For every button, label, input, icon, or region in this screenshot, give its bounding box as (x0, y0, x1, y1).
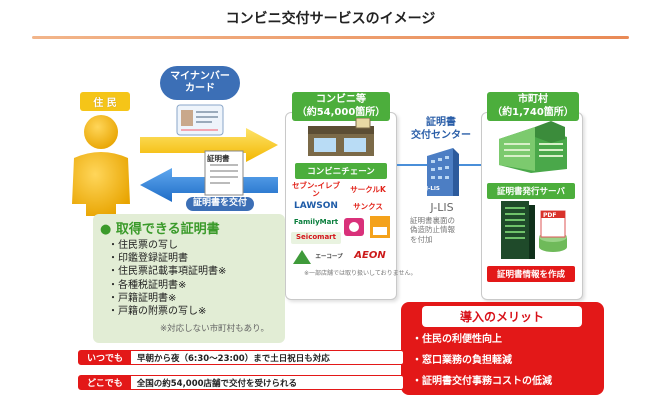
my-number-card-bubble: マイナンバーカード (160, 66, 240, 100)
list-item: ・各種税証明書※ (108, 279, 187, 291)
jlis-building-icon (427, 148, 459, 196)
logo-a-coop-text: エーコープ (315, 253, 343, 260)
anytime-text: 早朝から夜（6:30～23:00）まで土日祝日も対応 (137, 353, 330, 364)
jlis-center-label: 証明書交付センター (408, 116, 474, 142)
municipality-label-1: 市町村 (518, 94, 548, 105)
jlis-name: J-LIS (430, 201, 454, 214)
convenience-store-label: コンビニ等（約54,000箇所） (292, 92, 390, 121)
municipality-label: 市町村（約1,740箇所） (487, 92, 579, 121)
list-item: ・住民票の写し (108, 240, 178, 251)
logo-familymart: FamilyMart (293, 218, 339, 227)
logo-seicomart: Seicomart (291, 232, 341, 244)
documents-list: ・住民票の写し ・印鑑登録証明書 ・住民票記載事項証明書※ ・各種税証明書※ ・… (108, 239, 226, 318)
logo-circle-k: サークルK (350, 184, 386, 194)
city-hall-building-icon (499, 121, 567, 173)
my-number-label-2: カード (185, 83, 215, 94)
jlis-note-2: 偽造防止情報 (410, 225, 455, 235)
resident-person-icon (72, 115, 130, 216)
certificate-server-icon (501, 201, 567, 259)
logo-seven-eleven: セブン-イレブン (291, 180, 341, 198)
my-number-card-icon (176, 104, 224, 136)
anywhere-bar: どこでも 全国の約54,000店舗で交付を受けられる (78, 375, 404, 390)
request-arrow-right-icon (140, 128, 278, 162)
jlis-note: 証明書裏面の偽造防止情報を付加 (410, 216, 476, 244)
anytime-tag: いつでも (79, 351, 132, 364)
convenience-footnote: ※一部店舗では取り扱いしておりません。 (304, 270, 417, 277)
my-number-label-1: マイナンバー (170, 70, 230, 82)
logo-aeon: AEON (354, 249, 386, 261)
convenience-label-2: （約54,000箇所） (296, 106, 386, 118)
jlis-note-1: 証明書裏面の (410, 216, 455, 225)
pdf-label: PDF (543, 212, 557, 219)
list-item: ・印鑑登録証明書 (108, 253, 188, 265)
merit-item: ・窓口業務の負担軽減 (412, 355, 512, 366)
certificate-document-icon (204, 150, 244, 196)
logo-family-store-icon (370, 216, 390, 238)
certificate-info-label: 証明書情報を作成 (487, 266, 575, 282)
jlis-note-3: を付加 (410, 234, 433, 244)
documents-note: ※対応しない市町村もあり。 (160, 324, 269, 334)
logo-lawson: LAWSON (294, 201, 338, 212)
municipality-label-2: （約1,740箇所） (492, 106, 574, 118)
certificate-server-label: 証明書発行サーバ (487, 183, 575, 199)
certificate-document-label: 証明書 (207, 154, 230, 163)
list-item: ・住民票記載事項証明書※ (108, 266, 227, 278)
title-underline (32, 36, 629, 39)
documents-panel (93, 214, 285, 343)
merit-item: ・住民の利便性向上 (412, 334, 502, 345)
documents-title: ● 取得できる証明書 (100, 222, 220, 237)
anywhere-tag: どこでも (79, 376, 131, 389)
convenience-label-1: コンビニ等 (316, 94, 366, 105)
list-item: ・戸籍の附票の写し※ (108, 306, 207, 318)
convenience-store-building-icon (308, 118, 374, 156)
jlis-label-2: 交付センター (411, 130, 471, 141)
logo-a-coop-icon (293, 250, 311, 264)
merits-title: 導入のメリット (422, 306, 582, 327)
jlis-label-1: 証明書 (426, 117, 456, 128)
merit-item: ・証明書交付事務コストの低減 (412, 376, 552, 387)
convenience-chain-label: コンビニチェーン (295, 163, 387, 179)
page-title: コンビニ交付サービスのイメージ (225, 11, 436, 27)
list-item: ・戸籍証明書※ (108, 292, 177, 304)
anywhere-text: 全国の約54,000店舗で交付を受けられる (136, 378, 298, 389)
logo-sunkus: サンクス (353, 201, 383, 211)
anytime-bar: いつでも 早朝から夜（6:30～23:00）まで土日祝日も対応 (78, 350, 404, 365)
jlis-building-text: J-LIS (426, 186, 440, 192)
resident-label: 住 民 (80, 92, 130, 111)
issue-certificate-label: 証明書を交付 (186, 197, 254, 211)
logo-community-store-icon (344, 218, 364, 236)
